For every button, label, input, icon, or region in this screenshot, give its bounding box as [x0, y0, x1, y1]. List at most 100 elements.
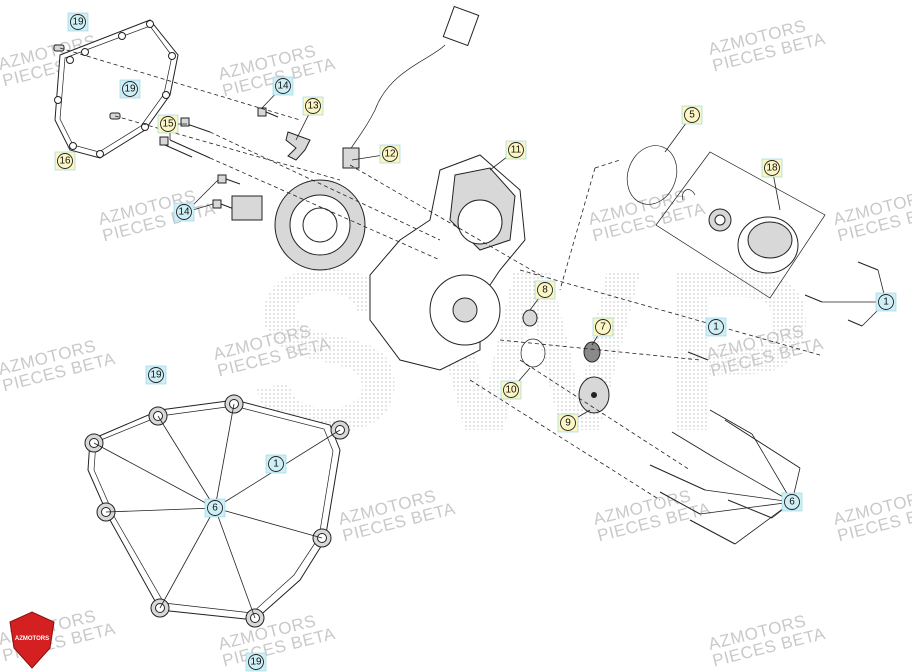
- callout-circle: [508, 142, 524, 158]
- callout-circle: [207, 500, 223, 516]
- callout-circle: [708, 319, 724, 335]
- gasket-hole: [141, 123, 149, 131]
- callout-number: 8: [542, 285, 548, 296]
- callout-box: [204, 498, 226, 518]
- callout-box: [302, 96, 324, 116]
- callout-13: 13: [302, 96, 324, 116]
- callout-16: 16: [54, 151, 76, 171]
- gasket-hole: [66, 56, 74, 64]
- callout-number: 1: [273, 459, 279, 470]
- callout-number: 19: [124, 84, 136, 95]
- callout-number: 7: [600, 322, 606, 333]
- callout-12: 12: [379, 144, 401, 164]
- callout-circle: [268, 456, 284, 472]
- cover-11: [369, 154, 526, 371]
- callout-circle: [275, 78, 291, 94]
- callout-circle: [176, 204, 192, 220]
- dashed-leader: [519, 269, 821, 356]
- leader-line: [214, 403, 235, 509]
- callout-19: 19: [119, 79, 141, 99]
- dashed-leader: [209, 131, 441, 241]
- callout-circle: [764, 160, 780, 176]
- callout-circle: [595, 319, 611, 335]
- callout-box: [265, 454, 287, 474]
- leader-line: [157, 415, 216, 509]
- small-gasket-16: [54, 19, 179, 159]
- callout-number: 19: [150, 370, 162, 381]
- callout-11: 11: [505, 140, 527, 160]
- callout-number: 5: [689, 110, 695, 121]
- wire-harness: [342, 5, 480, 169]
- callout-box: [557, 413, 579, 433]
- callout-number: 6: [789, 497, 795, 508]
- dashed-leader: [499, 339, 701, 361]
- callout-15: 15: [157, 114, 179, 134]
- bolts-1: [687, 261, 879, 361]
- callout-circle: [57, 153, 73, 169]
- dashed-leader: [469, 379, 661, 501]
- leader-line: [93, 442, 216, 509]
- callout-circle: [70, 14, 86, 30]
- callout-number: 1: [713, 322, 719, 333]
- callout-number: 16: [59, 156, 71, 167]
- leader-line: [105, 507, 216, 513]
- dashed-leader: [349, 164, 541, 276]
- o-ring-5: [626, 145, 678, 205]
- callout-number: 6: [212, 503, 218, 514]
- callout-6: 6: [781, 492, 803, 512]
- bolts-15: [159, 117, 211, 159]
- callout-box: [173, 202, 195, 222]
- callout-7: 7: [592, 317, 614, 337]
- gasket-hole: [162, 91, 170, 99]
- bolts-6: [649, 409, 801, 545]
- callout-box: [875, 292, 897, 312]
- azmotors-logo: AZMOTORS: [9, 611, 55, 669]
- callout-number: 1: [883, 297, 889, 308]
- gasket-hole: [54, 96, 62, 104]
- gasket-hole: [81, 48, 89, 56]
- callout-6: 6: [204, 498, 226, 518]
- cap-kit-18: [655, 151, 826, 299]
- callout-number: 19: [72, 17, 84, 28]
- gasket-hole: [69, 142, 77, 150]
- callout-8: 8: [534, 280, 556, 300]
- callout-circle: [160, 116, 176, 132]
- leader-line: [159, 507, 216, 609]
- callout-box: [592, 317, 614, 337]
- dashed-leader: [594, 159, 621, 169]
- callout-number: 15: [162, 119, 174, 130]
- gasket-hole: [118, 32, 126, 40]
- callout-box: [781, 492, 803, 512]
- callout-box: [681, 105, 703, 125]
- leader-lines: [59, 47, 887, 619]
- callout-circle: [122, 81, 138, 97]
- callout-number: 13: [307, 101, 319, 112]
- callout-circle: [503, 382, 519, 398]
- leader-line: [699, 501, 793, 515]
- screws-14: [212, 107, 279, 210]
- small-parts: [520, 309, 610, 414]
- callout-1: 1: [705, 317, 727, 337]
- callout-19: 19: [67, 12, 89, 32]
- callout-19: 19: [245, 652, 267, 672]
- callout-box: [145, 365, 167, 385]
- callout-1: 1: [265, 454, 287, 474]
- callout-circle: [537, 282, 553, 298]
- callout-number: 12: [384, 149, 396, 160]
- callout-box: [500, 380, 522, 400]
- leader-line: [751, 433, 793, 503]
- callout-number: 9: [565, 418, 571, 429]
- gasket-hole: [168, 52, 176, 60]
- clip-13: [285, 131, 311, 161]
- callout-number: 18: [766, 163, 778, 174]
- dashed-leader: [559, 167, 596, 291]
- callout-circle: [148, 367, 164, 383]
- callout-box: [379, 144, 401, 164]
- callout-circle: [684, 107, 700, 123]
- dashed-leader: [114, 115, 341, 181]
- callout-number: 19: [250, 657, 262, 668]
- callout-number: 14: [178, 207, 190, 218]
- leader-line: [214, 507, 323, 539]
- callout-14: 14: [272, 76, 294, 96]
